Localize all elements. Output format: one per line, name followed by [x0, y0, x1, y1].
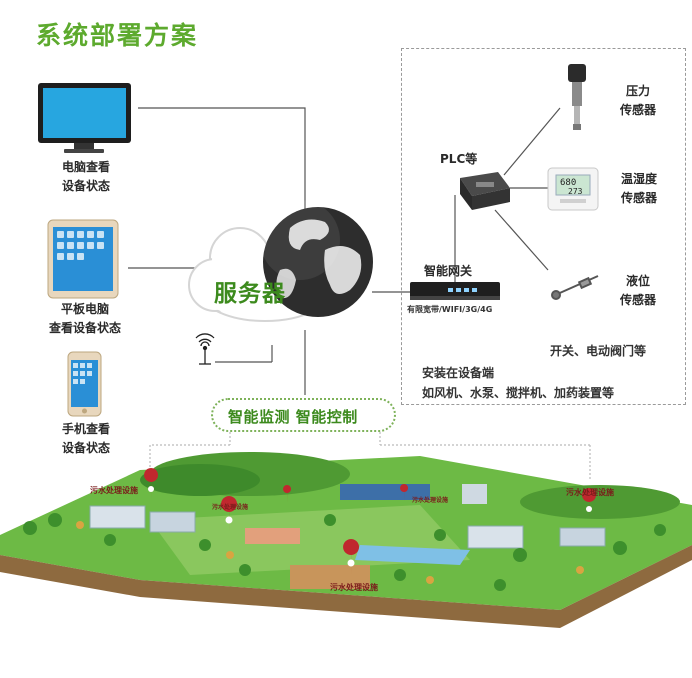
monitor-control-pill	[211, 398, 396, 432]
tablet-label: 平板电脑查看设备状态	[48, 302, 121, 335]
level-sensor-icon	[551, 275, 599, 300]
facility-label-small-1: 污水处理设施	[212, 504, 249, 511]
gateway-router-icon	[410, 282, 500, 300]
facility-label-top-left: 污水处理设施	[90, 486, 138, 495]
pin-small-1	[283, 485, 292, 503]
pin-top-right	[582, 488, 597, 520]
town-illustration	[0, 452, 692, 628]
phone-icon	[67, 351, 102, 417]
facility-label-small-2: 污水处理设施	[412, 497, 449, 504]
install-note-line1: 安装在设备端	[422, 366, 495, 380]
tablet-icon	[47, 219, 119, 299]
field-devices-box	[401, 48, 686, 405]
plc-controller-icon	[460, 172, 510, 210]
valves-note: 开关、电动阀门等	[550, 344, 647, 358]
page-title: 系统部署方案	[36, 21, 199, 50]
level-sensor-label: 液位传感器	[619, 274, 656, 307]
connection-lines	[128, 107, 591, 480]
install-note-line2: 如风机、水泵、搅拌机、加药装置等	[422, 386, 615, 400]
humidity-readout-1: 680	[560, 178, 576, 188]
computer-label: 电脑查看设备状态	[61, 160, 110, 193]
globe-icon	[260, 200, 373, 317]
pressure-sensor-label: 压力传感器	[619, 84, 656, 117]
plc-label: PLC等	[440, 152, 478, 166]
computer-monitor-icon	[38, 83, 131, 153]
wireless-antenna-icon	[195, 333, 215, 365]
pressure-sensor-icon	[568, 64, 586, 130]
gateway-network-label: 有限宽带/WIFI/3G/4G	[407, 305, 493, 314]
humidity-sensor-icon	[547, 167, 599, 211]
monitor-control-label: 智能监测 智能控制	[228, 408, 358, 426]
location-pins	[144, 468, 597, 575]
humidity-sensor-label: 温湿度传感器	[620, 172, 657, 205]
pin-top-left	[144, 468, 159, 500]
pin-bottom	[343, 539, 360, 575]
pin-mid-left	[221, 496, 238, 532]
facility-label-top-right: 污水处理设施	[566, 488, 614, 497]
gateway-label: 智能网关	[424, 264, 473, 278]
facility-label-bottom: 污水处理设施	[330, 583, 378, 592]
server-label: 服务器	[214, 281, 286, 307]
pin-small-2	[400, 484, 409, 502]
humidity-readout-2: 273	[568, 187, 583, 196]
phone-label: 手机查看设备状态	[61, 422, 110, 455]
